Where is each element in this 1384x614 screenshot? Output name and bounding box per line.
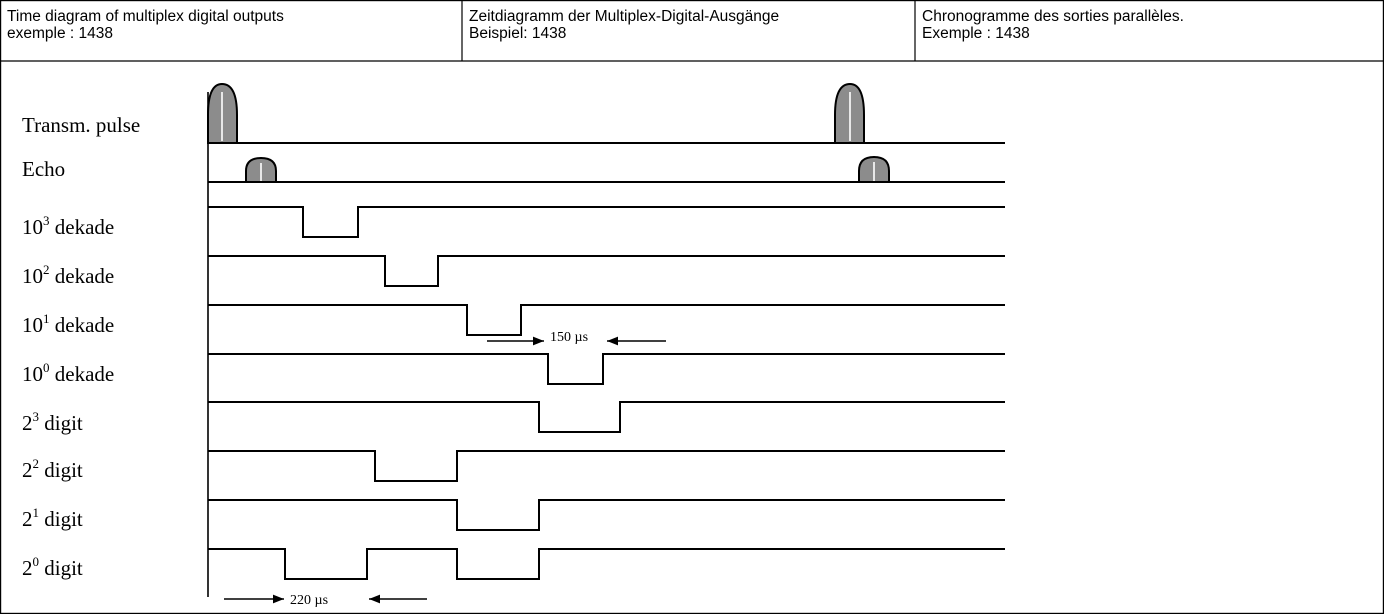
label-10-2-dekade: 102 dekade xyxy=(22,262,114,288)
trace-10-2 xyxy=(208,255,1005,287)
trace-echo xyxy=(208,155,1005,183)
header-cell-french: Chronogramme des sorties parallèles. Exe… xyxy=(915,0,1384,61)
label-150us: 150 µs xyxy=(550,330,588,345)
trace-2-3 xyxy=(208,401,1005,433)
trace-10-0 xyxy=(208,353,1005,385)
trace-10-1 xyxy=(208,304,1005,336)
label-220us: 220 µs xyxy=(290,593,328,608)
digital-traces xyxy=(208,206,1005,580)
label-2-1-digit: 21 digit xyxy=(22,505,83,531)
trace-2-2 xyxy=(208,450,1005,482)
annotation-150us: 150 µs xyxy=(487,330,666,346)
header-title-german: Zeitdiagramm der Multiplex-Digital-Ausgä… xyxy=(469,8,780,25)
label-10-0-dekade: 100 dekade xyxy=(22,360,114,386)
header-example-french: Exemple : 1438 xyxy=(922,25,1030,42)
header-cell-english: Time diagram of multiplex digital output… xyxy=(0,0,462,61)
label-echo: Echo xyxy=(22,157,65,181)
header-title-english: Time diagram of multiplex digital output… xyxy=(7,8,284,25)
label-transm-pulse: Transm. pulse xyxy=(22,113,140,137)
trace-transm-pulse xyxy=(207,82,1005,144)
annotation-220us: 220 µs xyxy=(224,593,427,608)
header-title-french: Chronogramme des sorties parallèles. xyxy=(922,8,1184,25)
header-example-english: exemple : 1438 xyxy=(7,25,113,42)
label-2-3-digit: 23 digit xyxy=(22,409,83,435)
label-2-0-digit: 20 digit xyxy=(22,554,83,580)
header-cell-german: Zeitdiagramm der Multiplex-Digital-Ausgä… xyxy=(462,0,915,61)
trace-2-1 xyxy=(208,499,1005,531)
signal-labels: Transm. pulse Echo 103 dekade 102 dekade… xyxy=(22,113,140,580)
trace-2-0 xyxy=(208,548,1005,580)
trace-10-3 xyxy=(208,206,1005,238)
label-10-1-dekade: 101 dekade xyxy=(22,311,114,337)
label-10-3-dekade: 103 dekade xyxy=(22,213,114,239)
header-example-german: Beispiel: 1438 xyxy=(469,25,567,42)
label-2-2-digit: 22 digit xyxy=(22,456,83,482)
